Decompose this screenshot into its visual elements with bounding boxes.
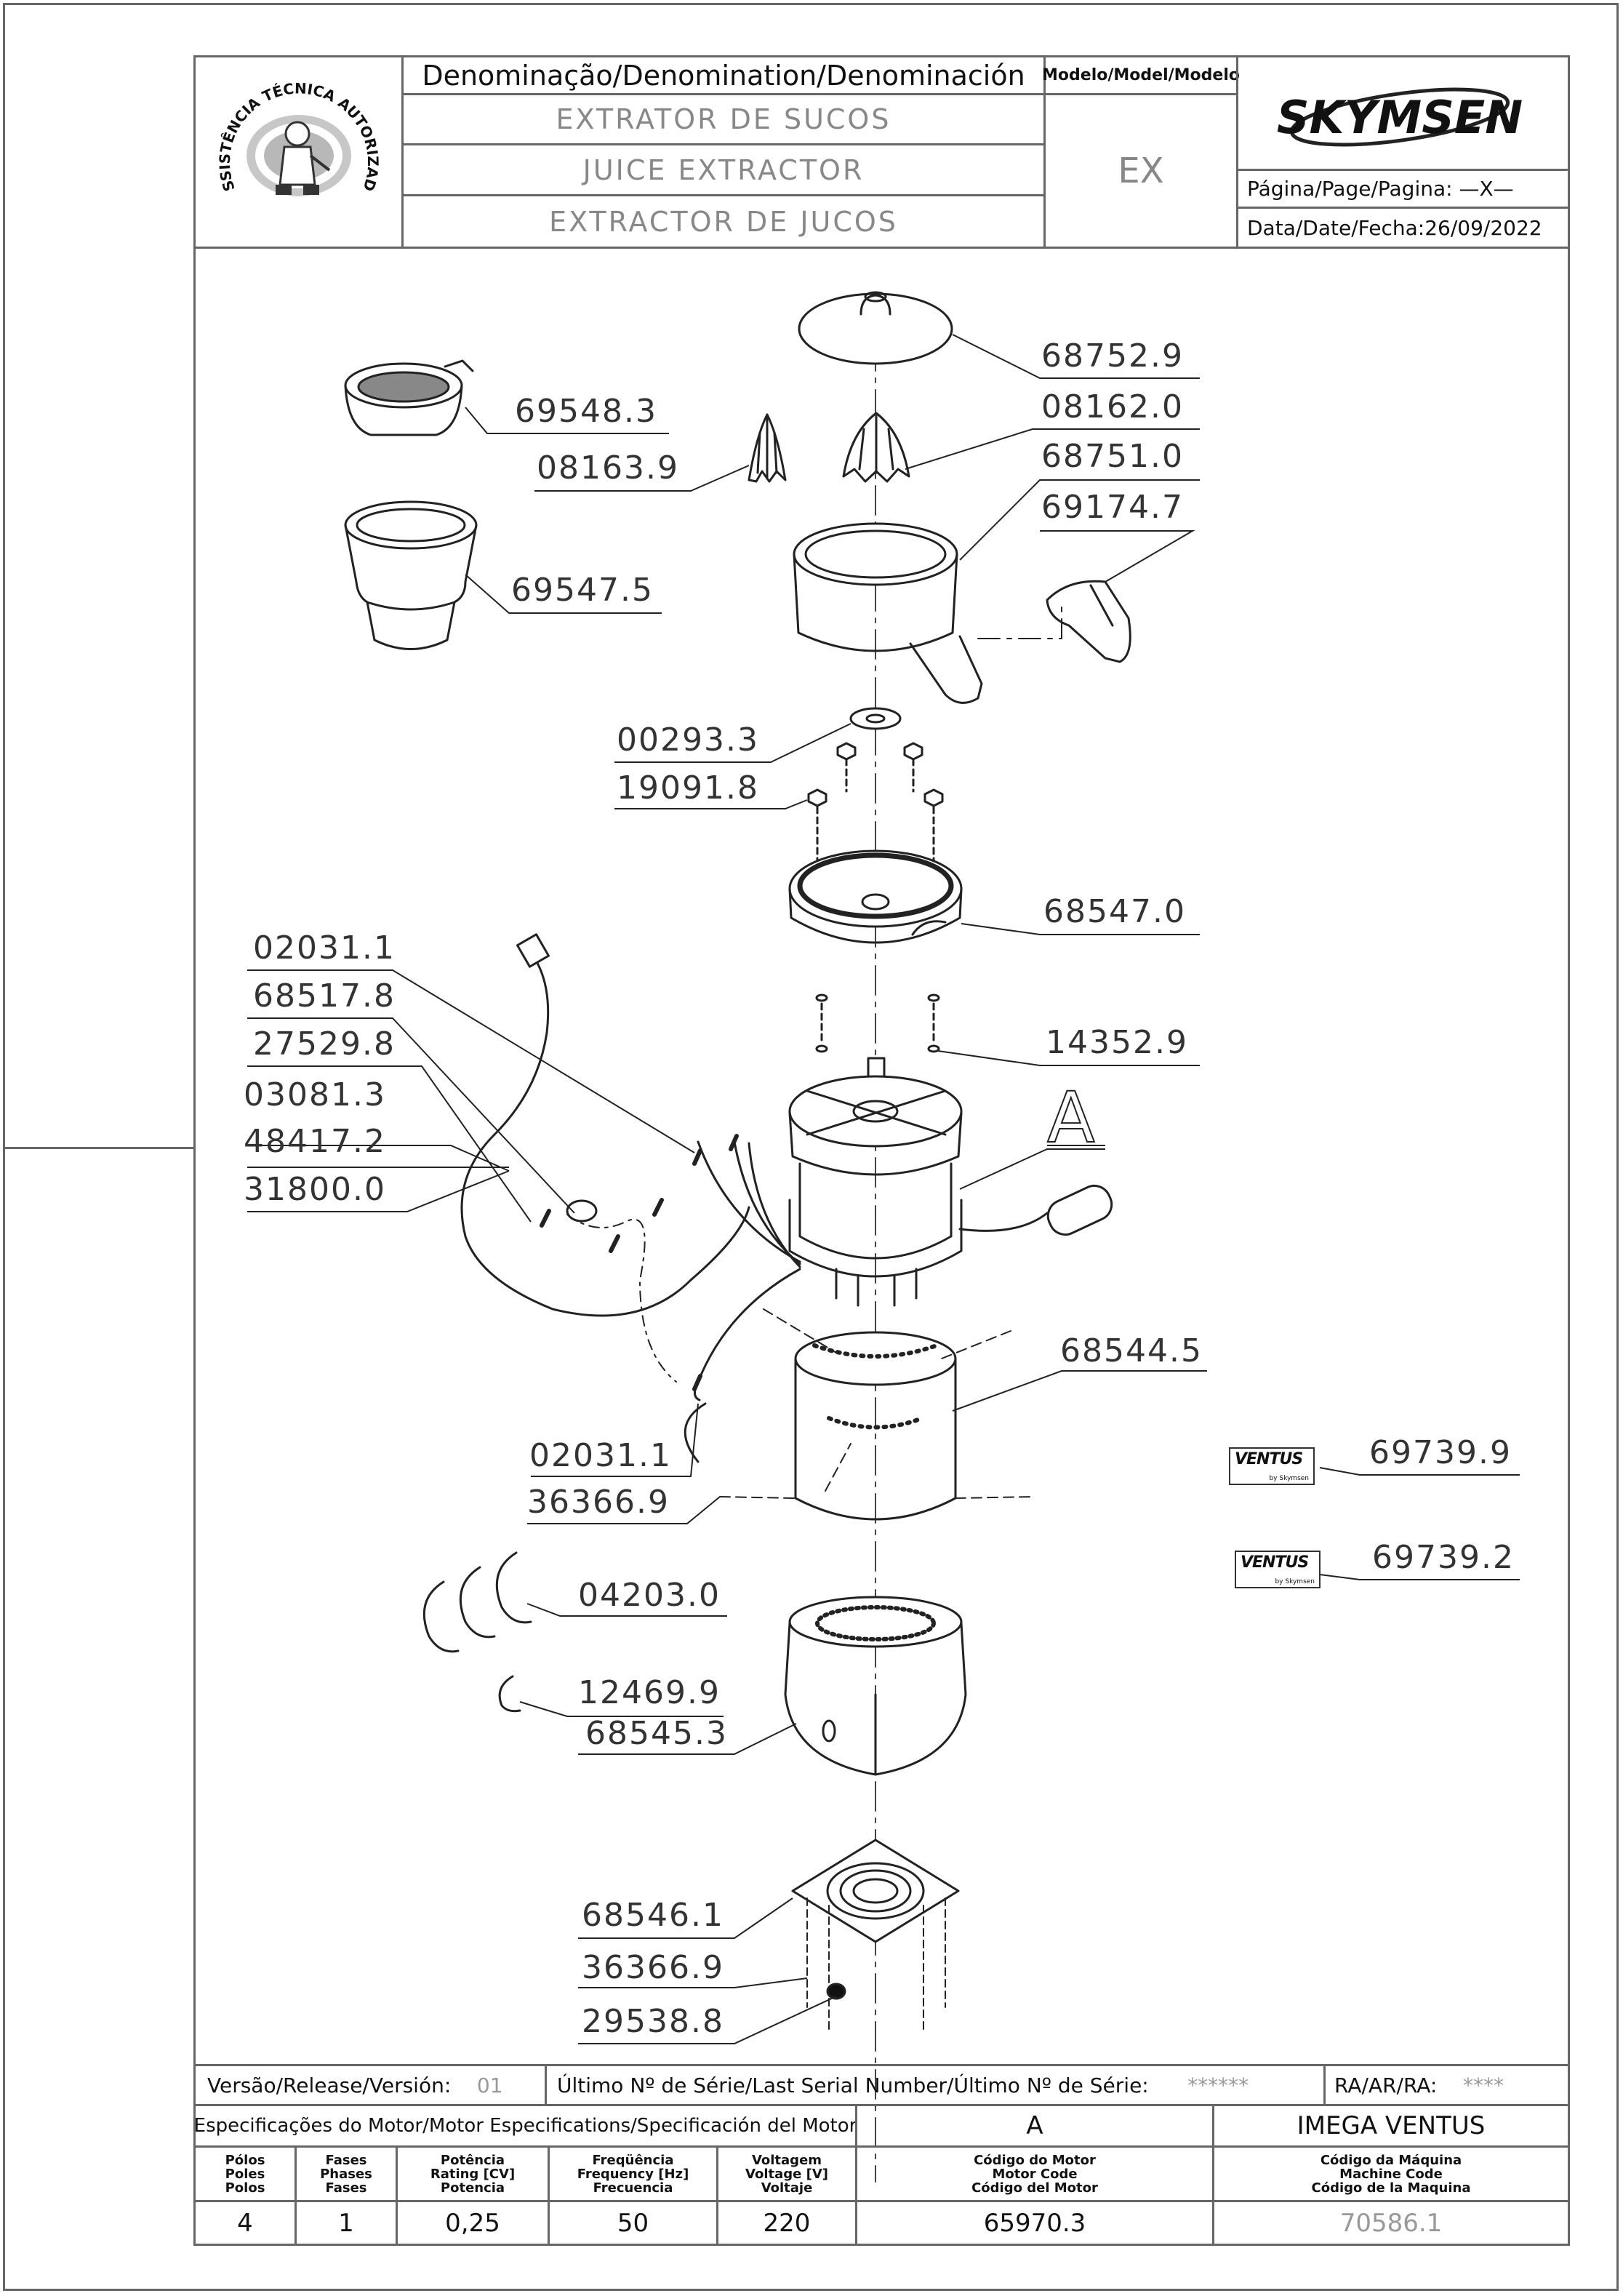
seal-emblem-icon: ASSISTÊNCIA TÉCNICA AUTORIZADA — [204, 61, 382, 196]
base-part — [784, 1596, 967, 1776]
skymsen-logo-icon: SKYMSEN — [1276, 87, 1523, 146]
svg-text:SKYMSEN: SKYMSEN — [1276, 91, 1522, 144]
part-label-36366-9-a: 36366.9 — [527, 1484, 670, 1521]
bowl-part — [793, 522, 983, 704]
model-value: EX — [1118, 151, 1164, 191]
product-name-en: JUICE EXTRACTOR — [404, 145, 1043, 196]
ra-value: **** — [1462, 2073, 1504, 2097]
ventus-badge-69739-9: VENTUS by Skymsen — [1229, 1447, 1315, 1485]
denomination-label: Denominação/Denomination/Denominación — [404, 57, 1043, 95]
date-value: 26/09/2022 — [1424, 215, 1542, 240]
serial-value: ****** — [1187, 2073, 1249, 2097]
date-field: Data/Date/Fecha:26/09/2022 — [1238, 209, 1568, 247]
model-label: Modelo/Model/Modelo — [1042, 57, 1240, 95]
part-label-02031-1-b: 02031.1 — [529, 1437, 672, 1474]
ventus-badge-sub: by Skymsen — [1269, 1475, 1309, 1482]
part-label-08162-0: 08162.0 — [1041, 388, 1184, 425]
ventus-badge-69739-2: VENTUS by Skymsen — [1235, 1551, 1321, 1588]
value-frequency: 50 — [617, 2208, 649, 2238]
wiring-part — [460, 933, 801, 1463]
part-label-36366-9-b: 36366.9 — [582, 1949, 724, 1986]
motor-part — [788, 1057, 1113, 1307]
part-label-19091-8: 19091.8 — [617, 769, 759, 807]
part-label-04203-0: 04203.0 — [578, 1577, 721, 1614]
ventus-badge-sub: by Skymsen — [1275, 1578, 1315, 1585]
ra-label: RA/AR/RA: — [1334, 2073, 1438, 2097]
product-name-es: EXTRACTOR DE JUCOS — [549, 205, 898, 238]
authorized-service-seal: ASSISTÊNCIA TÉCNICA AUTORIZADA — [196, 57, 404, 247]
part-label-68545-3: 68545.3 — [585, 1715, 728, 1752]
part-label-68546-1: 68546.1 — [582, 1897, 724, 1934]
reamer-large-part — [842, 412, 910, 483]
top-housing-part — [788, 849, 963, 944]
small-washers-part — [815, 993, 940, 1053]
date-label: Data/Date/Fecha: — [1247, 215, 1425, 240]
strainer-part — [344, 359, 474, 436]
part-label-08163-9: 08163.9 — [537, 449, 679, 487]
part-label-48417-2: 48417.2 — [244, 1123, 386, 1160]
handle-part — [1046, 580, 1131, 663]
part-label-29538-8: 29538.8 — [582, 2003, 724, 2040]
drawing-frame — [193, 55, 1570, 2246]
part-label-12469-9: 12469.9 — [578, 1674, 721, 1711]
ventus-badge-title: VENTUS — [1241, 1553, 1309, 1572]
value-motor-code: 65970.3 — [983, 2208, 1086, 2238]
bottom-plate-part — [791, 1839, 960, 2030]
serial-label: Último Nº de Série/Last Serial Number/Úl… — [557, 2073, 1149, 2097]
ventus-badge-title: VENTUS — [1235, 1450, 1303, 1468]
page-label: Página/Page/Pagina: — [1247, 177, 1453, 201]
part-label-68517-8: 68517.8 — [253, 977, 396, 1015]
washer-part — [849, 707, 902, 730]
part-label-68752-9: 68752.9 — [1041, 337, 1184, 375]
brand-logo: SKYMSEN — [1238, 57, 1568, 171]
product-name-pt: EXTRATOR DE SUCOS — [404, 95, 1043, 145]
cylinder-housing-part — [719, 1308, 1033, 1521]
part-label-14352-9: 14352.9 — [1046, 1024, 1188, 1061]
page-field: Página/Page/Pagina: —X— — [1238, 171, 1568, 209]
version-label: Versão/Release/Versión: — [207, 2073, 452, 2097]
motor-letter: A — [1026, 2111, 1043, 2140]
part-label-69548-3: 69548.3 — [515, 393, 657, 430]
value-machine-code: 70586.1 — [1339, 2208, 1443, 2238]
part-label-69547-5: 69547.5 — [511, 572, 654, 609]
ra-field: RA/AR/RA: **** — [1326, 2066, 1568, 2104]
leader-lines — [247, 334, 1520, 2044]
part-label-00293-3: 00293.3 — [617, 721, 759, 759]
reamer-small-part — [748, 413, 787, 483]
part-label-69739-2: 69739.2 — [1372, 1539, 1515, 1576]
serial-field: Último Nº de Série/Last Serial Number/Úl… — [547, 2066, 1323, 2104]
juice-cup-part — [344, 500, 478, 650]
value-voltage: 220 — [763, 2208, 811, 2238]
motor-spec-label: Especificações do Motor/Motor Especifica… — [193, 2115, 857, 2137]
machine-name: IMEGA VENTUS — [1297, 2111, 1486, 2140]
part-label-68544-5: 68544.5 — [1060, 1332, 1203, 1369]
part-label-68751-0: 68751.0 — [1041, 438, 1184, 475]
motor-marker-label: A — [1047, 1077, 1095, 1159]
value-poles: 4 — [237, 2208, 253, 2238]
margin-tick — [3, 1147, 193, 1149]
part-label-69739-9: 69739.9 — [1369, 1434, 1512, 1471]
retaining-rings-part — [422, 1551, 532, 1713]
version-value: 01 — [476, 2073, 503, 2097]
part-label-68547-0: 68547.0 — [1043, 893, 1186, 930]
part-label-31800-0: 31800.0 — [244, 1171, 386, 1208]
part-label-02031-1-a: 02031.1 — [253, 929, 396, 967]
value-rating: 0,25 — [445, 2208, 500, 2238]
part-label-27529-8: 27529.8 — [253, 1025, 396, 1063]
version-field: Versão/Release/Versión: 01 — [196, 2066, 545, 2104]
page-value: —X— — [1459, 177, 1514, 201]
part-label-03081-3: 03081.3 — [244, 1076, 386, 1113]
part-label-69174-7: 69174.7 — [1041, 489, 1184, 526]
lid-part — [798, 291, 953, 365]
value-phases: 1 — [338, 2208, 354, 2238]
